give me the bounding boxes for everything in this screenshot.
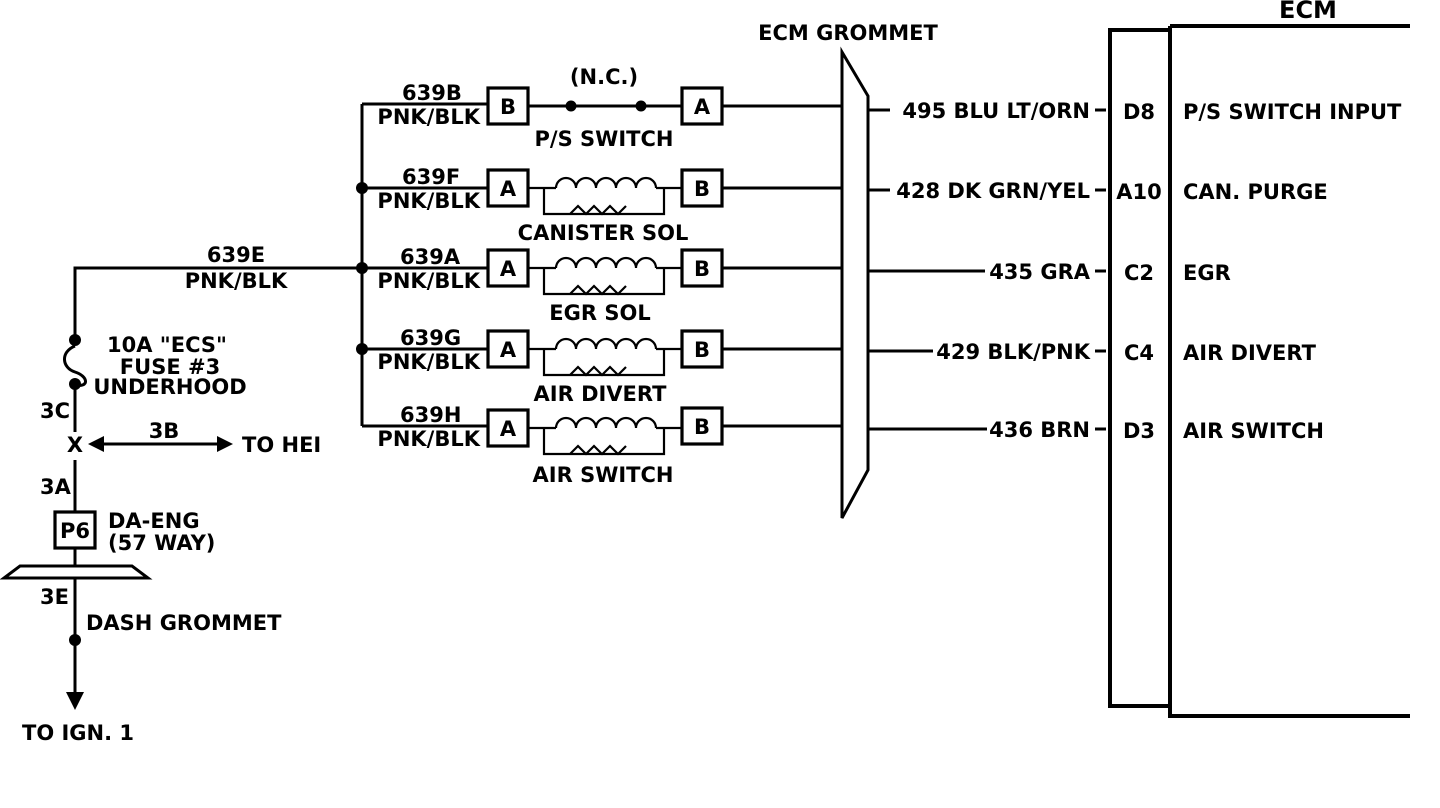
ecm-pin-3: C2 — [1124, 261, 1154, 285]
ecm-pin-5: D3 — [1123, 419, 1155, 443]
splice-3b-label: 3B — [149, 419, 180, 443]
splice-3e-label: 3E — [40, 585, 69, 609]
row-2-right-terminal — [680, 168, 724, 208]
row-2-solenoid-icon — [528, 176, 682, 216]
feed-wire — [73, 266, 362, 338]
ecm-module-outline — [1168, 24, 1410, 718]
row-5-color-label: PNK/BLK — [377, 427, 480, 451]
ecm-wire-2-label: 428 DK GRN/YEL — [896, 179, 1090, 203]
right-arrow-icon — [217, 436, 233, 452]
row-4-component-name: AIR DIVERT — [534, 382, 668, 406]
ecm-wire-4-label: 429 BLK/PNK — [936, 340, 1090, 364]
component-row-egr-sol: 639A PNK/BLK A B EGR SOL — [362, 245, 842, 325]
down-arrow-icon — [66, 692, 84, 710]
to-hei-label: TO HEI — [242, 433, 321, 457]
fuse-label-line-1: 10A "ECS" — [107, 333, 227, 357]
ecm-function-2: CAN. PURGE — [1183, 180, 1328, 204]
ecm-pin-2: A10 — [1116, 180, 1161, 204]
ecm-function-5: AIR SWITCH — [1183, 419, 1324, 443]
dash-grommet — [0, 564, 153, 580]
connector-desc-line-1: DA-ENG — [108, 509, 200, 533]
dash-grommet-dot — [69, 634, 81, 646]
row-4-circuit-label: 639G — [400, 326, 461, 350]
row-5-left-terminal — [486, 408, 530, 448]
ecm-function-3: EGR — [1183, 261, 1231, 285]
p6-connector-label: P6 — [60, 519, 90, 543]
row-2-color-label: PNK/BLK — [377, 189, 480, 213]
row-4-color-label: PNK/BLK — [377, 350, 480, 374]
row-3-left-terminal — [486, 248, 530, 288]
row-3-component-name: EGR SOL — [549, 301, 650, 325]
ecm-grommet-label: ECM GROMMET — [758, 21, 938, 45]
ecm-pin-1: D8 — [1123, 100, 1155, 124]
ecm-wire-1-label: 495 BLU LT/ORN — [902, 99, 1090, 123]
row-5-left-terminal-label: A — [500, 417, 517, 441]
ecm-pin-row-2: 428 DK GRN/YEL A10 CAN. PURGE — [868, 179, 1328, 204]
row-4-solenoid-icon — [528, 337, 682, 377]
ecm-connector-body — [1108, 28, 1172, 708]
ecm-pin-row-5: 436 BRN D3 AIR SWITCH — [868, 418, 1324, 443]
row-1-circuit-label: 639B — [402, 81, 462, 105]
component-row-ps-switch: 639B PNK/BLK B (N.C.) A P/S SWITCH — [362, 65, 842, 151]
component-row-canister-sol: 639F PNK/BLK A B CANISTER SOL — [362, 165, 842, 245]
row-3-color-label: PNK/BLK — [377, 269, 480, 293]
fuse-bottom-dot — [69, 378, 81, 390]
row-1-left-terminal-label: B — [500, 95, 516, 119]
ecm-pin-4: C4 — [1124, 341, 1154, 365]
ecm-wire-5-label: 436 BRN — [989, 418, 1090, 442]
row-1-component-name: P/S SWITCH — [535, 127, 674, 151]
row-2-component-name: CANISTER SOL — [518, 221, 689, 245]
component-row-air-divert: 639G PNK/BLK A B AIR DIVERT — [362, 326, 842, 406]
row-3-left-terminal-label: A — [500, 257, 517, 281]
to-ign-label: TO IGN. 1 — [22, 721, 134, 745]
row-3-right-terminal — [680, 248, 724, 288]
row-4-left-terminal-label: A — [500, 338, 517, 362]
ecm-pin-row-3: 435 GRA C2 EGR — [868, 260, 1231, 285]
row-5-circuit-label: 639H — [400, 403, 461, 427]
row-2-right-terminal-label: B — [694, 177, 710, 201]
row-1-right-terminal-label: A — [694, 95, 711, 119]
ecm-pin-row-1: 495 BLU LT/ORN D8 P/S SWITCH INPUT — [868, 99, 1402, 124]
ecm-grommet — [840, 46, 870, 519]
connector-desc-line-2: (57 WAY) — [108, 531, 215, 555]
fuse-icon — [63, 344, 87, 387]
row-5-component-name: AIR SWITCH — [533, 463, 674, 487]
feed-color-label: PNK/BLK — [185, 269, 288, 293]
ecm-title: ECM — [1279, 0, 1337, 24]
row-2-left-terminal-label: A — [500, 177, 517, 201]
row-5-solenoid-icon — [528, 416, 682, 456]
left-arrow-icon — [88, 436, 104, 452]
row-3-right-terminal-label: B — [694, 257, 710, 281]
ecm-function-4: AIR DIVERT — [1183, 341, 1317, 365]
row-4-right-terminal-label: B — [694, 338, 710, 362]
row-5-right-terminal-label: B — [694, 415, 710, 439]
fuse-top-dot — [69, 334, 81, 346]
ecm-wire-3-label: 435 GRA — [989, 260, 1091, 284]
row-3-solenoid-icon — [528, 256, 682, 296]
splice-3a-label: 3A — [40, 475, 72, 499]
ecm-function-1: P/S SWITCH INPUT — [1183, 100, 1402, 124]
ecm-pin-row-4: 429 BLK/PNK C4 AIR DIVERT — [868, 340, 1317, 365]
row-1-color-label: PNK/BLK — [377, 105, 480, 129]
fuse-label-line-2: FUSE #3 — [120, 355, 220, 379]
row-2-circuit-label: 639F — [402, 165, 460, 189]
switch-state-label: (N.C.) — [570, 65, 638, 89]
row-3-circuit-label: 639A — [400, 245, 461, 269]
splice-x-label: X — [67, 433, 83, 457]
splice-3c-label: 3C — [40, 399, 70, 423]
feed-circuit-label: 639E — [207, 243, 265, 267]
dash-grommet-label: DASH GROMMET — [86, 611, 282, 635]
fuse-label-line-3: UNDERHOOD — [93, 375, 246, 399]
component-row-air-switch: 639H PNK/BLK A B AIR SWITCH — [362, 403, 842, 487]
